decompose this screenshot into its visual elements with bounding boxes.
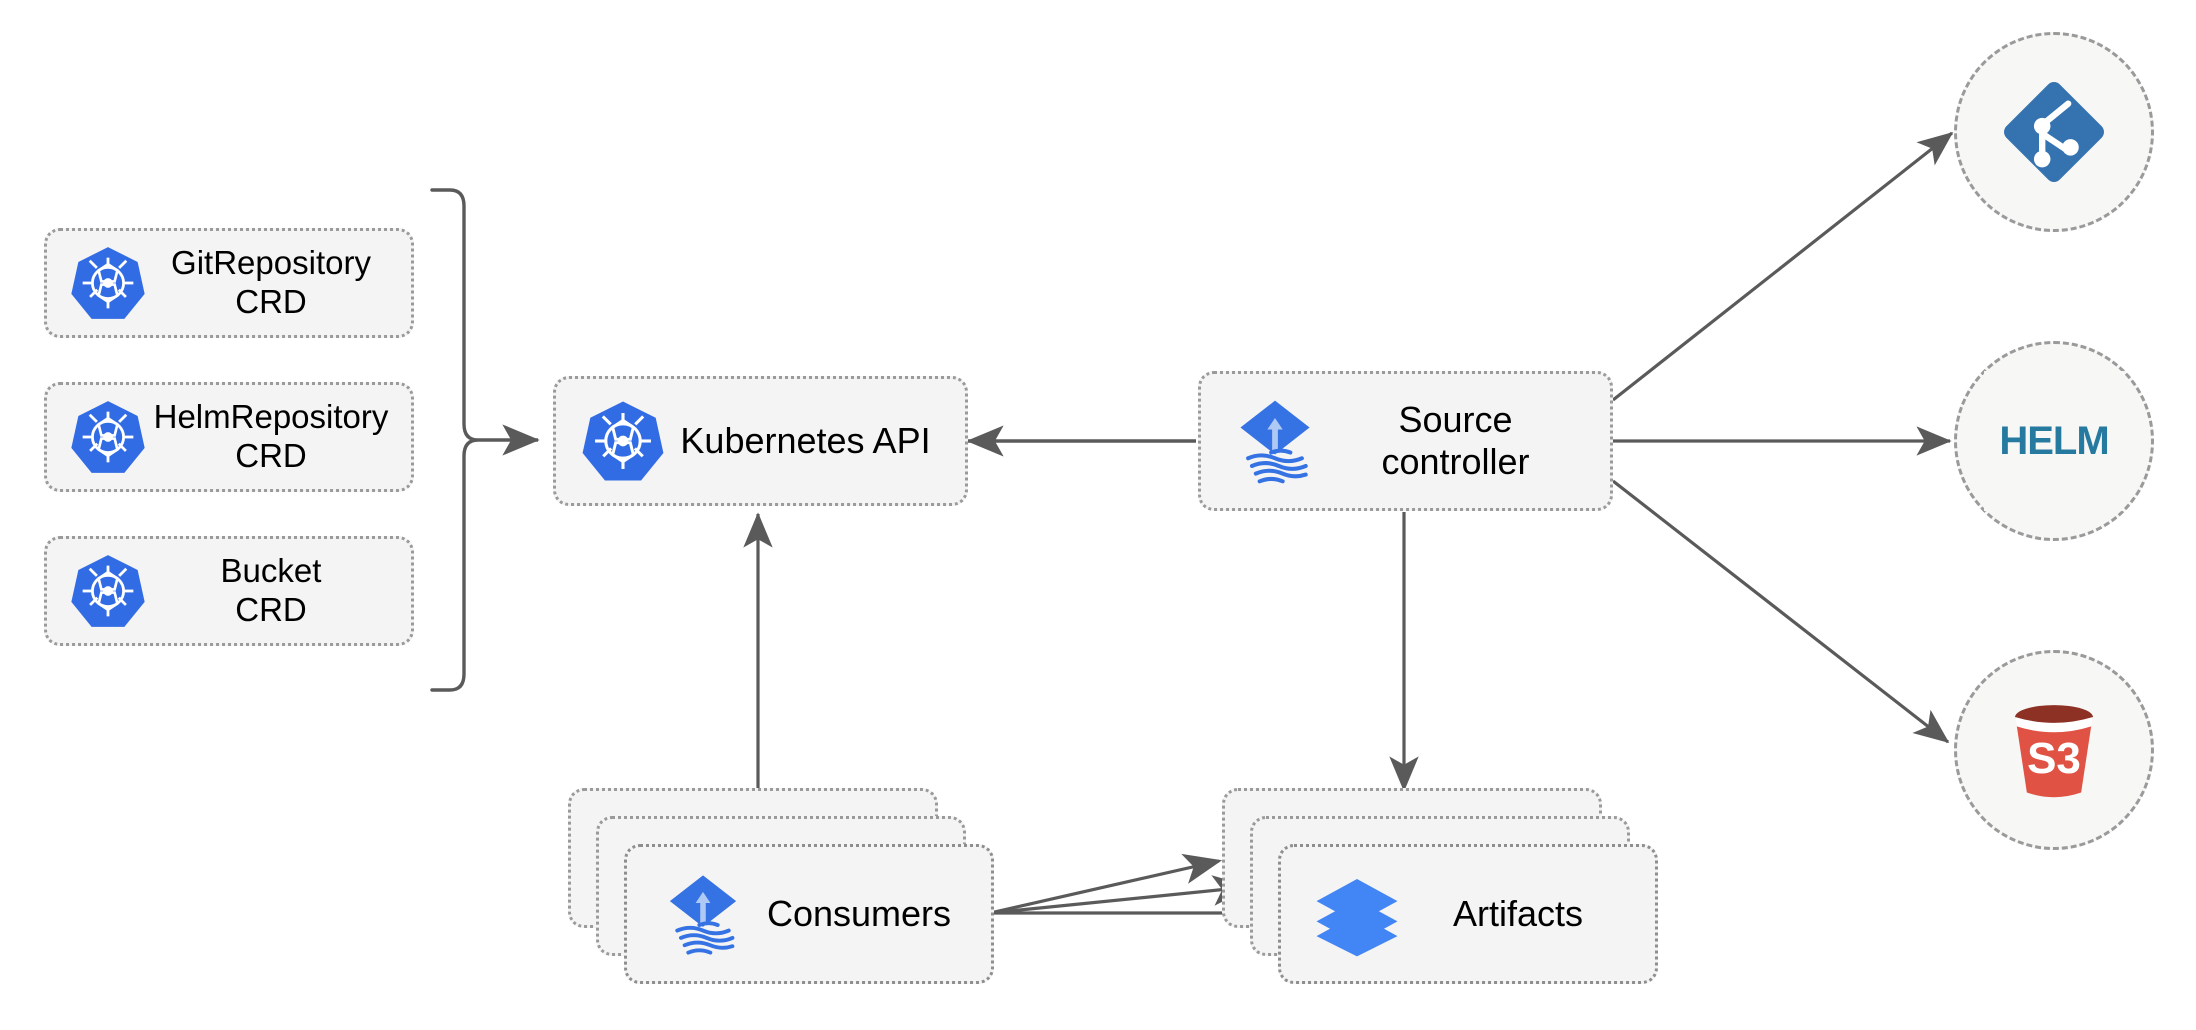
s3-bucket-icon: S3 — [1995, 691, 2113, 809]
edge-consumers-to-artifacts-mid — [989, 875, 1252, 915]
helm-wordmark: HELM — [1984, 371, 2124, 511]
s3-wordmark: S3 — [2027, 734, 2081, 783]
node-helmrepository-crd[interactable]: HelmRepository CRD — [44, 382, 414, 492]
node-label: Kubernetes API — [680, 419, 931, 461]
kubernetes-icon — [69, 552, 147, 630]
node-kubernetes-api[interactable]: Kubernetes API — [553, 376, 968, 506]
node-label: Bucket CRD — [220, 552, 322, 628]
edge-sourcecontroller-to-git — [1612, 131, 1954, 402]
stack-front-artifacts[interactable]: Artifacts — [1278, 844, 1658, 984]
node-label: Artifacts — [1452, 893, 1584, 934]
git-icon — [1995, 73, 2113, 191]
kubernetes-icon — [580, 398, 666, 484]
source-helm-circle[interactable]: HELM — [1954, 341, 2154, 541]
node-artifacts[interactable]: Artifacts — [1222, 788, 1658, 988]
flux-icon — [1227, 393, 1323, 489]
node-label: HelmRepository CRD — [153, 398, 389, 474]
kubernetes-icon — [69, 398, 147, 476]
node-gitrepository-crd[interactable]: GitRepository CRD — [44, 228, 414, 338]
node-source-controller[interactable]: Source controller — [1198, 371, 1613, 511]
node-label: Consumers — [766, 893, 952, 934]
source-s3-circle[interactable]: S3 — [1954, 650, 2154, 850]
stack-front-consumers[interactable]: Consumers — [624, 844, 994, 984]
source-git-circle[interactable] — [1954, 32, 2154, 232]
node-consumers[interactable]: Consumers — [568, 788, 994, 988]
kubernetes-icon — [69, 244, 147, 322]
layers-icon — [1311, 868, 1403, 960]
helm-icon: HELM — [1984, 371, 2124, 511]
node-label: Source controller — [1381, 398, 1530, 482]
node-label: GitRepository CRD — [171, 244, 371, 320]
node-bucket-crd[interactable]: Bucket CRD — [44, 536, 414, 646]
flux-icon — [657, 868, 749, 960]
crd-group-bracket — [430, 188, 479, 692]
edge-sourcecontroller-to-s3 — [1612, 479, 1950, 744]
edge-consumers-to-artifacts-top — [989, 853, 1223, 915]
